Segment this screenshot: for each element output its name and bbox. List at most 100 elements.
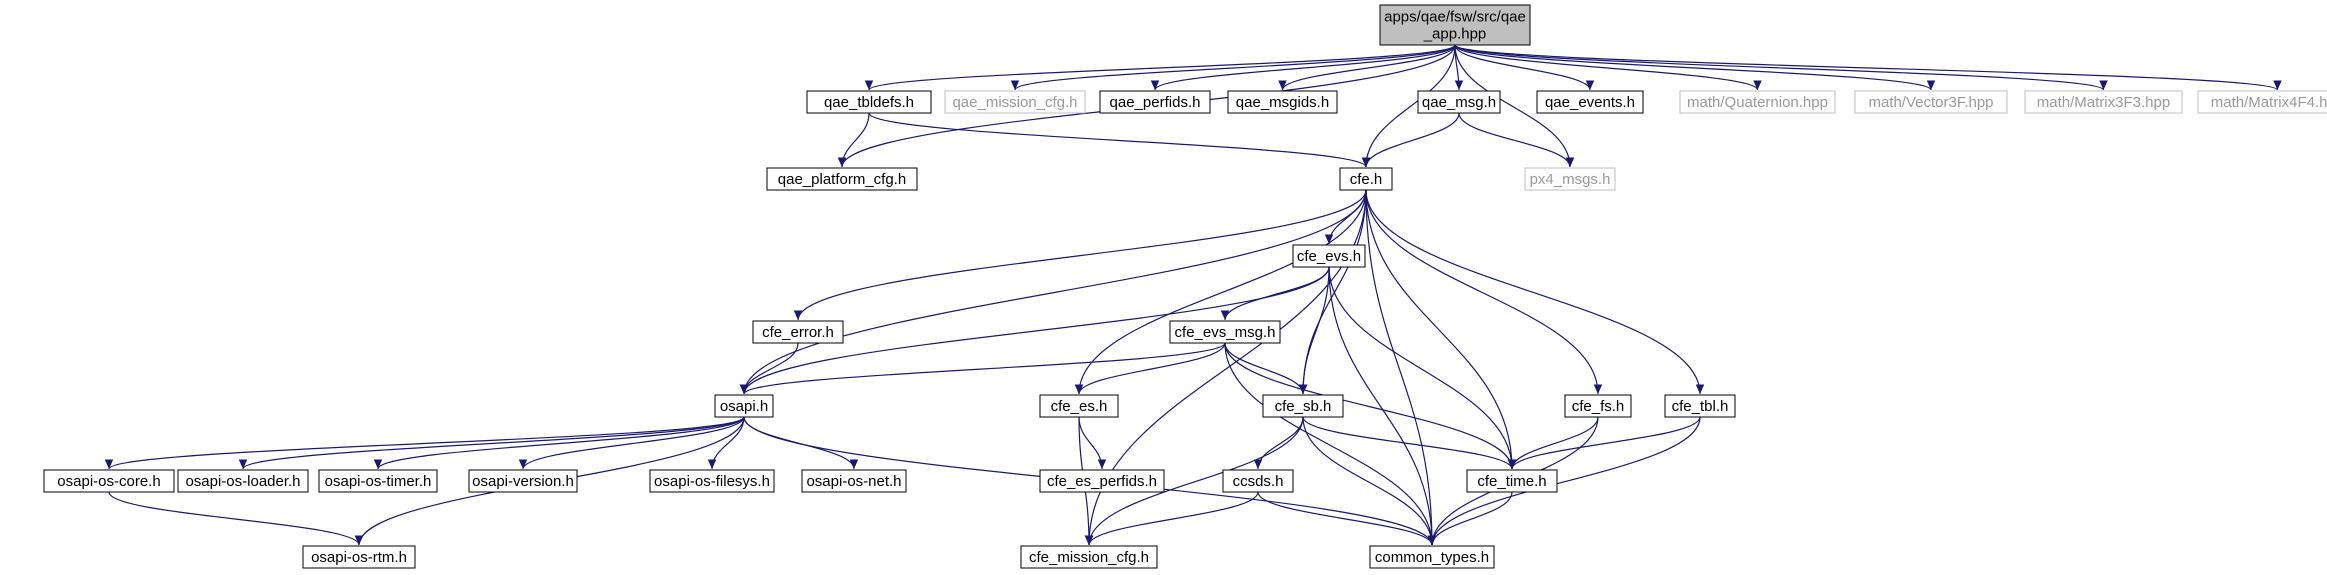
node-cfe-es[interactable]: cfe_es.h [1039,394,1119,418]
node-cfe-es-perfids[interactable]: cfe_es_perfids.h [1039,469,1165,493]
node-box [1262,394,1344,418]
edge-cfe-sb-to-cfe-time [1302,416,1517,470]
node-osapi-os-loader[interactable]: osapi-os-loader.h [177,469,309,493]
edge-root-to-qae-mission-cfg [1010,44,1456,91]
edge-cfe-es-to-cfe-es-perfids [1078,416,1107,470]
edges-layer [104,44,2282,546]
node-osapi-os-core[interactable]: osapi-os-core.h [43,469,175,493]
node-label: osapi-os-rtm.h [311,549,407,566]
node-box [1039,394,1119,418]
edge-osapi-os-core-to-osapi-os-rtm [108,491,364,546]
edge-root-to-qae-perfids [1150,44,1456,91]
node-label: px4_msgs.h [1530,171,1611,188]
node-label: qae_platform_cfg.h [778,171,906,188]
node-osapi-os-timer[interactable]: osapi-os-timer.h [318,469,438,493]
node-cfe-fs[interactable]: cfe_fs.h [1564,394,1632,418]
node-qae-msgids[interactable]: qae_msgids.h [1227,90,1338,114]
node-label: common_types.h [1375,549,1489,566]
edge-qae-tbldefs-to-qae-platform-cfg [837,112,870,168]
node-osapi-os-net[interactable]: osapi-os-net.h [801,469,907,493]
edge-cfe-tbl-to-common-types [1427,416,1701,546]
nodes-layer: apps/qae/fsw/src/qae_app.hpp qae_tbldefs.… [43,4,2327,569]
node-root[interactable]: apps/qae/fsw/src/qae_app.hpp [1379,4,1531,46]
node-box [1020,545,1158,569]
node-osapi[interactable]: osapi.h [714,394,774,418]
node-box [43,469,175,493]
node-label: cfe_es_perfids.h [1047,473,1157,490]
node-label: osapi-os-loader.h [185,473,300,490]
node-box [1564,394,1632,418]
edge-cfe-to-cfe-tbl [1365,189,1705,395]
node-qae-events[interactable]: qae_events.h [1536,90,1644,114]
node-matrix3f3: math/Matrix3F3.hpp [2024,90,2183,114]
node-cfe-sb[interactable]: cfe_sb.h [1262,394,1344,418]
edge-qae-msg-to-cfe [1361,112,1460,168]
node-box [801,469,907,493]
node-common-types[interactable]: common_types.h [1369,545,1495,569]
node-label: cfe_mission_cfg.h [1029,549,1149,566]
node-label: qae_msgids.h [1236,94,1329,111]
edge-cfe-sb-to-cfe-mission-cfg [1084,416,1304,546]
node-cfe-mission-cfg[interactable]: cfe_mission_cfg.h [1020,545,1158,569]
edge-root-to-matrix3f3 [1454,44,2108,91]
node-osapi-os-rtm[interactable]: osapi-os-rtm.h [302,545,416,569]
edge-root-to-matrix4f4 [1454,44,2282,91]
node-vector3f: math/Vector3F.hpp [1854,90,2008,114]
edge-root-to-qae-msgids [1278,44,1456,91]
node-label: apps/qae/fsw/src/qae [1384,8,1526,25]
node-box [1664,394,1736,418]
node-matrix4f4: math/Matrix4F4.hpp [2197,90,2327,114]
node-qae-msg[interactable]: qae_msg.h [1417,90,1501,114]
node-label: osapi.h [720,398,768,415]
node-label: osapi-os-timer.h [325,473,432,490]
node-qae-perfids[interactable]: qae_perfids.h [1099,90,1211,114]
edge-cfe-to-osapi [739,189,1367,395]
node-label: cfe.h [1350,171,1383,188]
edge-root-to-quaternion [1454,44,1762,91]
node-box [944,90,1086,114]
node-box [1466,469,1558,493]
edge-qae-msg-to-px4-msgs [1458,112,1575,168]
edge-osapi-to-osapi-os-loader [238,416,745,470]
node-cfe-evs-msg[interactable]: cfe_evs_msg.h [1169,320,1281,344]
node-label: _app.hpp [1423,25,1487,42]
node-box [318,469,438,493]
node-osapi-os-filesys[interactable]: osapi-os-filesys.h [649,469,775,493]
edge-root-to-qae-tbldefs [864,44,1456,91]
node-box [1292,244,1366,268]
node-box [2197,90,2327,114]
node-osapi-version[interactable]: osapi-version.h [468,469,578,493]
node-label: qae_events.h [1545,94,1635,111]
edge-root-to-qae-events [1454,44,1595,91]
edge-cfe-evs-msg-to-cfe-sb [1224,342,1308,395]
node-cfe[interactable]: cfe.h [1339,167,1393,191]
edge-ccsds-to-cfe-mission-cfg [1084,491,1259,546]
node-cfe-tbl[interactable]: cfe_tbl.h [1664,394,1736,418]
node-qae-tbldefs[interactable]: qae_tbldefs.h [806,90,932,114]
node-ccsds[interactable]: ccsds.h [1222,469,1294,493]
node-quaternion: math/Quaternion.hpp [1679,90,1836,114]
node-box [1227,90,1338,114]
edge-osapi-to-osapi-os-core [104,416,745,470]
node-label: cfe_time.h [1477,473,1546,490]
edge-cfe-evs-to-cfe-time [1328,266,1517,470]
node-box [1039,469,1165,493]
edge-osapi-to-osapi-version [518,416,745,470]
node-px4-msgs: px4_msgs.h [1524,167,1616,191]
node-label: cfe_evs_msg.h [1175,324,1276,341]
node-label: cfe_sb.h [1275,398,1332,415]
node-qae-platform-cfg[interactable]: qae_platform_cfg.h [766,167,918,191]
node-label: osapi-os-core.h [57,473,160,490]
edge-cfe-to-cfe-es [1074,189,1367,395]
node-cfe-error[interactable]: cfe_error.h [752,320,844,344]
node-cfe-evs[interactable]: cfe_evs.h [1292,244,1366,268]
node-box [1379,4,1531,46]
node-box [468,469,578,493]
node-box [302,545,416,569]
edge-cfe-sb-to-ccsds [1253,416,1304,470]
node-label: osapi-version.h [472,473,574,490]
edge-cfe-tbl-to-cfe-time [1507,416,1701,470]
edge-root-to-vector3f [1454,44,1936,91]
node-label: osapi-os-net.h [806,473,901,490]
node-cfe-time[interactable]: cfe_time.h [1466,469,1558,493]
